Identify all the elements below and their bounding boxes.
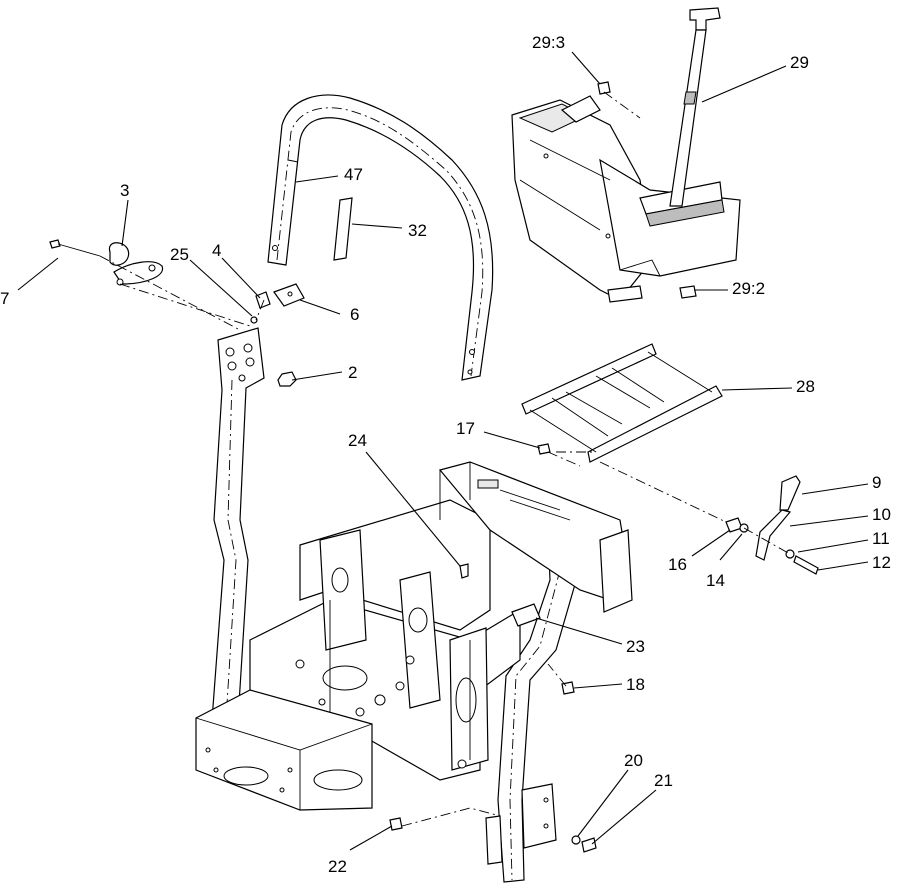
nut-17 bbox=[537, 443, 551, 455]
callout-47: 47 bbox=[344, 165, 363, 184]
callout-2: 2 bbox=[348, 363, 357, 382]
knob-9 bbox=[779, 475, 801, 511]
callout-24: 24 bbox=[348, 431, 367, 450]
callout-29-2: 29:2 bbox=[732, 279, 765, 298]
callout-12: 12 bbox=[872, 553, 891, 572]
bracket-23 bbox=[511, 603, 541, 627]
bolt-24 bbox=[459, 563, 469, 579]
seat-belt bbox=[669, 7, 721, 207]
seat-assembly bbox=[511, 95, 741, 303]
nut-29-3 bbox=[597, 81, 611, 95]
decal-strip bbox=[333, 197, 353, 261]
leader-lines bbox=[17, 51, 869, 851]
bolt-7 bbox=[49, 239, 101, 257]
bolt-21 bbox=[581, 837, 597, 853]
switch-4-6 bbox=[255, 283, 305, 309]
callout-6: 6 bbox=[350, 305, 359, 324]
lever-10 bbox=[755, 509, 792, 561]
callout-32: 32 bbox=[408, 221, 427, 240]
callout-7: 7 bbox=[0, 289, 9, 308]
washer-11 bbox=[785, 549, 795, 559]
callout-16: 16 bbox=[668, 555, 687, 574]
nut-22 bbox=[389, 817, 403, 831]
callout-25: 25 bbox=[170, 245, 189, 264]
callout-9: 9 bbox=[872, 473, 881, 492]
callout-29: 29 bbox=[790, 53, 809, 72]
nut-2 bbox=[277, 371, 297, 387]
callout-3: 3 bbox=[120, 181, 129, 200]
washer-25 bbox=[250, 316, 258, 324]
callout-11: 11 bbox=[872, 529, 890, 548]
callout-18: 18 bbox=[626, 675, 645, 694]
callout-10: 10 bbox=[872, 505, 891, 524]
bolt-29-2 bbox=[679, 285, 697, 299]
callout-14: 14 bbox=[706, 571, 725, 590]
callout-4: 4 bbox=[212, 241, 221, 260]
callout-29-3: 29:3 bbox=[532, 33, 565, 52]
callout-21: 21 bbox=[654, 771, 673, 790]
seat-mount-plate bbox=[521, 343, 723, 463]
roll-bar-lower-left bbox=[211, 327, 265, 727]
nut-16 bbox=[725, 517, 743, 533]
callout-28: 28 bbox=[796, 377, 815, 396]
callout-23: 23 bbox=[626, 637, 645, 656]
roll-bar-upper-hoop bbox=[267, 94, 494, 381]
assembly-lines bbox=[99, 91, 791, 827]
latch-3 bbox=[108, 242, 164, 286]
callout-22: 22 bbox=[328, 857, 347, 876]
callout-20: 20 bbox=[624, 751, 643, 770]
callout-17: 17 bbox=[456, 419, 475, 438]
washer-20 bbox=[571, 835, 581, 845]
bolt-12 bbox=[793, 555, 819, 575]
callout-labels: 3 7 25 4 6 2 47 32 29:3 29 29:2 28 17 24… bbox=[0, 33, 891, 876]
front-housing bbox=[195, 689, 373, 811]
